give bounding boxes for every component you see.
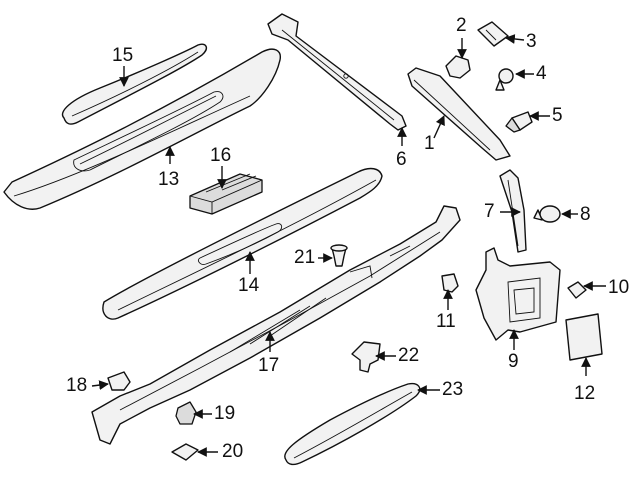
callout-16: 16: [210, 145, 232, 166]
callout-8: 8: [580, 204, 591, 225]
callout-20: 20: [222, 441, 244, 462]
callout-leaders: [91, 34, 606, 457]
part-10-clip: [567, 281, 587, 299]
part-7-vertical-trim: [499, 169, 527, 253]
part-15-trim-strip: [61, 43, 208, 125]
callout-21: 21: [294, 247, 316, 268]
part-11-clip: [441, 273, 459, 293]
callout-15: 15: [112, 45, 134, 66]
callout-22: 22: [398, 345, 420, 366]
part-19-clip: [175, 401, 197, 425]
callout-7: 7: [484, 201, 495, 222]
callout-19: 19: [214, 403, 236, 424]
part-18-clip: [107, 371, 131, 391]
callout-9: 9: [508, 351, 519, 372]
callout-14: 14: [238, 275, 260, 296]
callout-18: 18: [66, 375, 88, 396]
callout-1: 1: [424, 133, 435, 154]
part-23-trim-strip: [284, 382, 421, 466]
callout-10: 10: [608, 277, 630, 298]
part-22-bracket: [351, 341, 381, 373]
part-6-rail: [267, 13, 407, 131]
part-8-fastener: [533, 205, 561, 223]
callout-3: 3: [526, 31, 537, 52]
part-12-card: [565, 313, 603, 361]
callout-13: 13: [158, 169, 180, 190]
part-3-tag: [477, 21, 509, 47]
part-21-clip: [330, 244, 348, 267]
part-4-fastener: [495, 68, 514, 91]
part-17-frame: [91, 205, 461, 445]
callout-17: 17: [258, 355, 280, 376]
part-2-clip: [445, 55, 471, 79]
part-9-panel: [475, 247, 561, 341]
part-1-pillar-trim: [407, 67, 511, 161]
callout-23: 23: [442, 379, 464, 400]
part-14-sill-plate: [102, 167, 383, 320]
part-20-pad: [171, 443, 199, 461]
callout-4: 4: [536, 63, 547, 84]
callout-5: 5: [552, 105, 563, 126]
part-5-screw: [505, 111, 533, 133]
part-16-block: [189, 173, 263, 215]
part-13-sill-plate: [3, 48, 281, 210]
callout-2: 2: [456, 15, 467, 36]
callout-6: 6: [396, 149, 407, 170]
callout-11: 11: [436, 311, 456, 332]
callout-12: 12: [574, 383, 596, 404]
